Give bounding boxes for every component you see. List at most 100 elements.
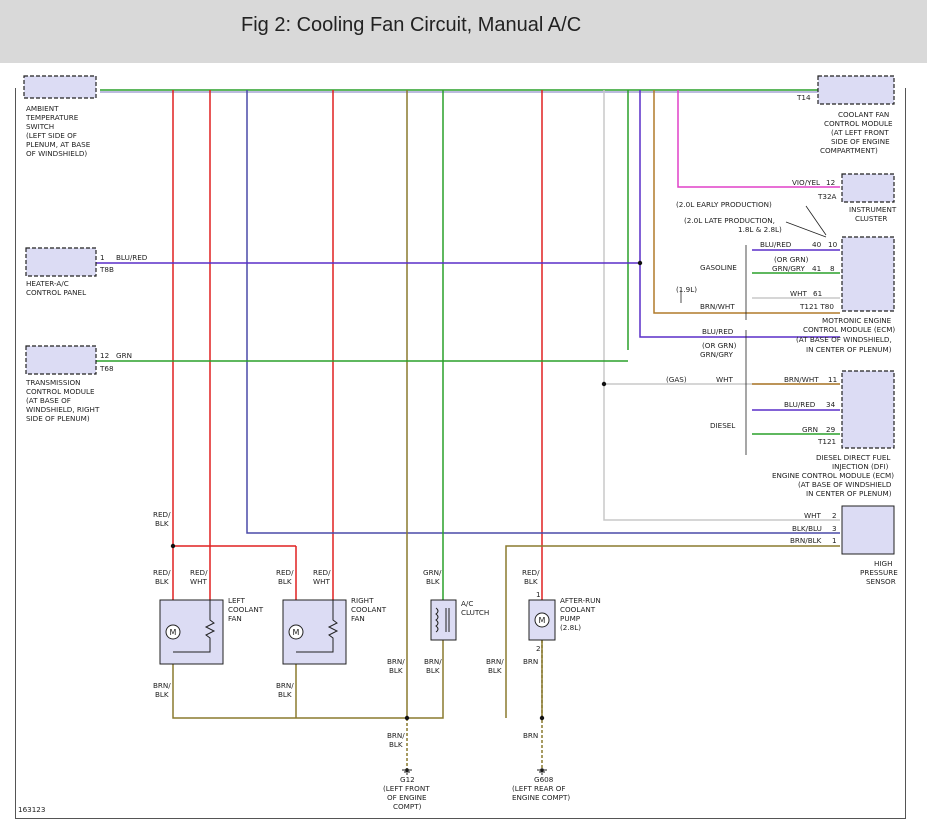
diagram-label: BLK [155, 519, 169, 528]
diesel-label: (GAS) WHT BRN/WHT 11 BLU/RED 34 DIESEL G… [666, 375, 894, 498]
diagram-label: (1.9L) [676, 285, 697, 294]
diagram-label: DIESEL DIRECT FUEL [816, 453, 890, 462]
diagram-label: COOLANT [560, 605, 596, 614]
diagram-label: HIGH [874, 559, 893, 568]
diagram-label: BLK/BLU [792, 524, 822, 533]
ground-g608-symbol [537, 769, 547, 775]
diagram-label: COMPARTMENT) [820, 146, 878, 155]
heater-panel-box [25, 247, 97, 277]
motronic-ecm-box [841, 236, 895, 312]
diagram-label: BLU/RED [784, 400, 816, 409]
diagram-label: BRN/ [486, 657, 504, 666]
diagram-label: CONTROL MODULE (ECM) [803, 325, 895, 334]
diagram-label: T121 [817, 437, 836, 446]
diagram-label: GRN/GRY [700, 350, 733, 359]
diagram-label: (GAS) [666, 375, 687, 384]
diagram-label: T68 [99, 364, 114, 373]
ground-wire-labels: BRN/ BLK BRN/ BLK BRN/ BLK BRN/ BLK BRN/… [153, 657, 538, 749]
ambient-switch-box [23, 75, 97, 99]
diagram-label: 61 [813, 289, 822, 298]
diagram-label: (LEFT REAR OF [512, 784, 566, 793]
diagram-label: DIESEL [710, 421, 735, 430]
diagram-label: BLU/RED [702, 327, 734, 336]
figure-id: 163123 [18, 805, 45, 814]
diagram-label: 12 [100, 351, 109, 360]
diagram-label: FAN [351, 614, 365, 623]
diagram-label: TRANSMISSION [25, 378, 81, 387]
ac-clutch [430, 599, 457, 641]
left-fan-motor-symbol: M [170, 628, 177, 637]
diagram-label: CLUSTER [855, 214, 887, 223]
ground-g12-symbol [402, 769, 412, 775]
diagram-label: WINDSHIELD, RIGHT [26, 405, 100, 414]
diagram-label: 40 [812, 240, 822, 249]
diagram-label: BRN [523, 731, 538, 740]
diagram-label: COOLANT FAN [838, 110, 889, 119]
diagram-label: 34 [826, 400, 836, 409]
diagram-label: RED/ [190, 568, 208, 577]
diagram-label: WHT [716, 375, 734, 384]
diagram-label: 2 [832, 511, 837, 520]
diagram-label: 1.8L & 2.8L) [738, 225, 782, 234]
diagram-label: 1 [832, 536, 837, 545]
pump-motor-symbol: M [539, 616, 546, 625]
diagram-label: RIGHT [351, 596, 374, 605]
tcm-box [25, 345, 97, 375]
diagram-label: BRN/WHT [784, 375, 819, 384]
diagram-label: SWITCH [26, 122, 54, 131]
diagram-label: BRN/ [153, 681, 171, 690]
diagram-label: 12 [826, 178, 835, 187]
diagram-label: (LEFT FRONT [383, 784, 430, 793]
wire-vio-yel [677, 90, 840, 188]
hp-sensor-label: WHT 2 BLK/BLU 3 BRN/BLK 1 HIGH PRESSURE … [790, 511, 898, 586]
diagram-label: A/C [461, 599, 473, 608]
diagram-label: BLK [426, 577, 440, 586]
title-bar: Fig 2: Cooling Fan Circuit, Manual A/C [0, 0, 927, 63]
coolant-fan-module-label: T14 COOLANT FAN CONTROL MODULE (AT LEFT … [796, 93, 893, 155]
diagram-label: GASOLINE [700, 263, 737, 272]
motronic-label: BLU/RED 40 10 GASOLINE (OR GRN) GRN/GRY … [676, 240, 895, 359]
production-notes: (2.0L EARLY PRODUCTION) (2.0L LATE PRODU… [676, 200, 782, 234]
heater-label: HEATER-A/C CONTROL PANEL 1 BLU/RED T8B [26, 253, 148, 297]
diagram-label: RED/ [153, 510, 171, 519]
wire-blk-blu [246, 90, 840, 534]
diagram-label: WHT [313, 577, 331, 586]
diagram-label: BRN/ [276, 681, 294, 690]
diagram-label: BLK [155, 690, 169, 699]
diagram-label: RED/ [276, 568, 294, 577]
diagram-label: PRESSURE [860, 568, 898, 577]
diagram-label: (OR GRN) [702, 341, 737, 350]
coolant-fan-module-box [817, 75, 895, 105]
diagram-label: ENGINE COMPT) [512, 793, 570, 802]
diagram-label: COOLANT [228, 605, 264, 614]
diagram-label: (AT BASE OF [26, 396, 71, 405]
diagram-label: RED/ [313, 568, 331, 577]
diagram-label: GRN [116, 351, 132, 360]
diagram-label: G608 [534, 775, 554, 784]
diagram-label: BRN [523, 657, 538, 666]
wire-wht-vert [603, 90, 840, 521]
wire-ground-bus [172, 640, 444, 719]
diagram-label: (2.0L EARLY PRODUCTION) [676, 200, 772, 209]
diagram-frame [15, 88, 906, 819]
diagram-label: (AT BASE OF WINDSHIELD, [796, 335, 892, 344]
diagram-label: 41 [812, 264, 821, 273]
diagram-label: BLK [278, 690, 292, 699]
component-labels: LEFT COOLANT FAN RIGHT COOLANT FAN A/C C… [228, 596, 601, 632]
diagram-label: BRN/ [387, 657, 405, 666]
diagram-label: 8 [830, 264, 835, 273]
diagram-label: SIDE OF ENGINE [831, 137, 890, 146]
diagram-label: WHT [790, 289, 808, 298]
diagram-label: 3 [832, 524, 837, 533]
fan-wire-labels: RED/ BLK RED/ BLK RED/ WHT RED/ BLK RED/… [153, 510, 541, 653]
diagram-label: WHT [190, 577, 208, 586]
diagram-label: BLU/RED [116, 253, 148, 262]
diagram-label: COOLANT [351, 605, 387, 614]
diagram-label: (2.8L) [560, 623, 581, 632]
diagram-label: (LEFT SIDE OF [26, 131, 77, 140]
diagram-label: OF WINDSHIELD) [26, 149, 87, 158]
diagram-label: BLU/RED [760, 240, 792, 249]
diagram-label: T8B [99, 265, 114, 274]
right-coolant-fan: M [282, 599, 347, 665]
diagram-label: 2 [536, 644, 541, 653]
